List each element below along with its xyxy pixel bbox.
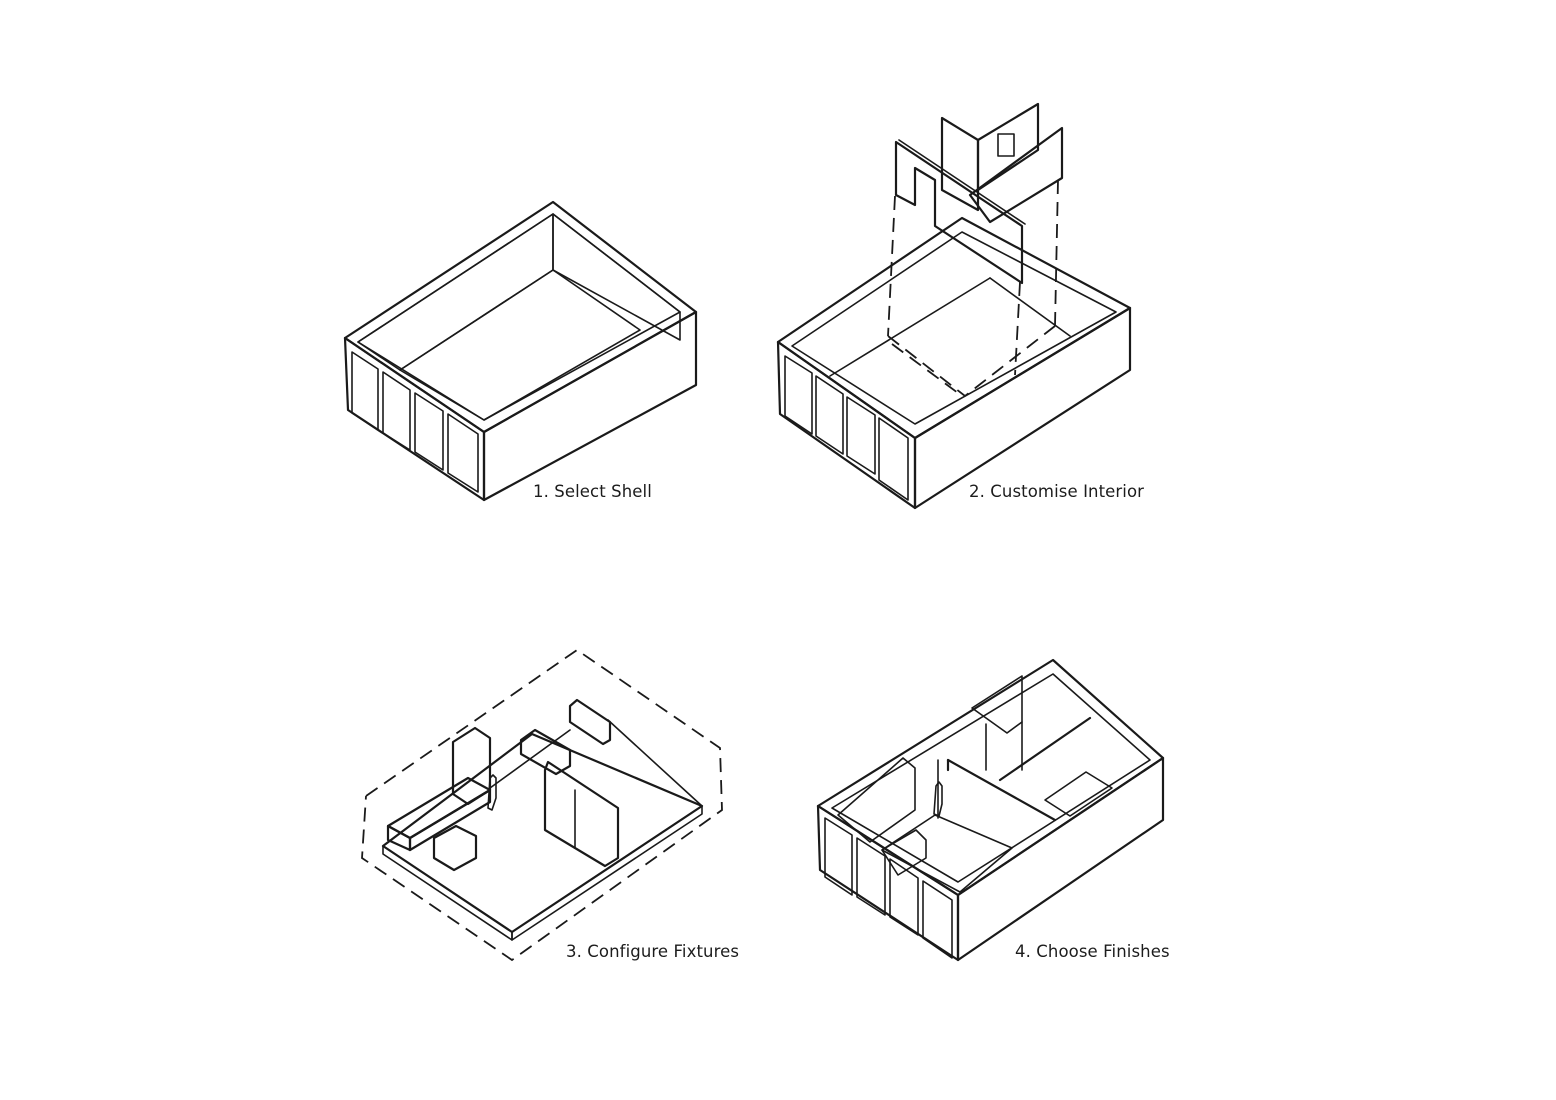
step-3-caption: 3. Configure Fixtures (566, 942, 740, 961)
step-2-interior-illustration (776, 102, 1132, 510)
step-4-caption: 4. Choose Finishes (1015, 942, 1170, 961)
step-3-fixtures-illustration (361, 648, 723, 962)
step-1-caption: 1. Select Shell (533, 482, 652, 501)
step-1-shell-illustration (343, 200, 698, 502)
step-4-finishes-illustration (816, 658, 1165, 962)
step-2-caption: 2. Customise Interior (969, 482, 1145, 501)
